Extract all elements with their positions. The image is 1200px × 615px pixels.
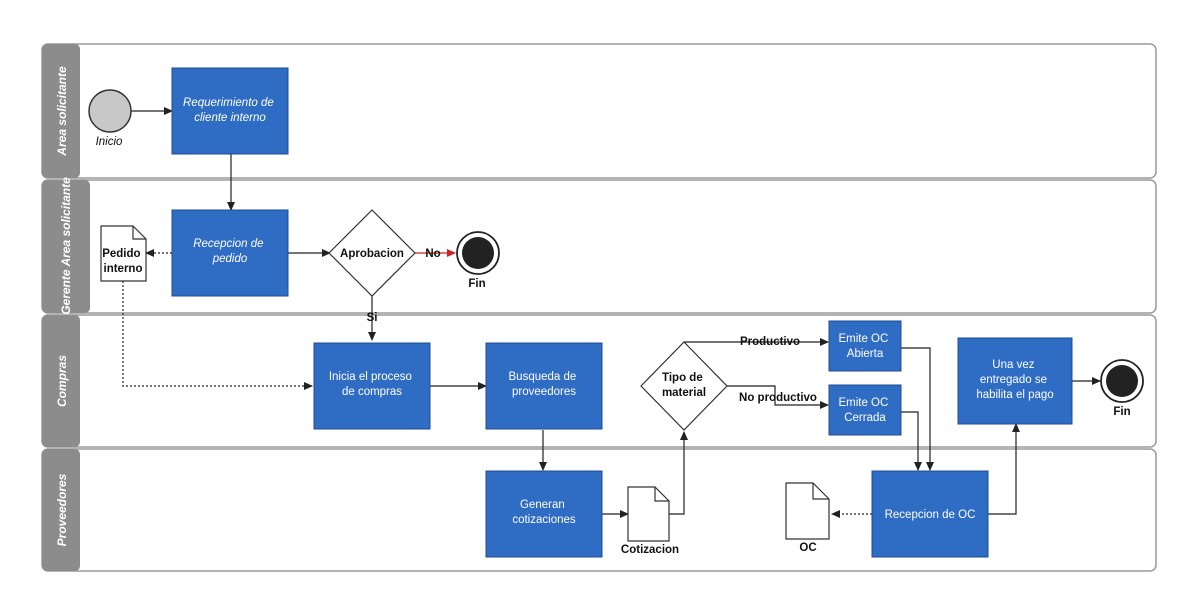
- flow-cotizacion-to-tipo: [669, 431, 688, 515]
- task-oc-abierta: Emite OC Abierta: [828, 320, 902, 372]
- flow-tipo-no-productivo: [727, 385, 829, 409]
- svg-text:Pedido interno: Pedido interno: [102, 248, 144, 275]
- svg-text:Emite OC Cerrada: Emite OC Cerrada: [838, 397, 891, 424]
- document-pedido-interno: Pedido interno: [100, 225, 147, 282]
- lane-area-solicitante: Area solicitante: [41, 43, 1157, 179]
- document-oc-label: OC: [799, 542, 816, 554]
- task-oc-cerrada-line-2: Cerrada: [844, 412, 886, 424]
- gateway-tipo-material-line-1: Tipo de: [662, 372, 703, 384]
- task-inicia-proceso-line-1: Inicia el proceso: [329, 371, 412, 383]
- flow-label-productivo: Productivo: [740, 336, 800, 348]
- task-busqueda-line-1: Busqueda de: [509, 371, 577, 383]
- gateway-aprobacion-label: Aprobacion: [340, 248, 404, 260]
- flow-label-no: No: [425, 248, 440, 260]
- task-recepcion-pedido-line-1: Recepcion de: [193, 238, 263, 250]
- task-generan-line-2: cotizaciones: [512, 514, 576, 526]
- end-event-rejected-label: Fin: [468, 278, 485, 290]
- flow-pedido-to-inicia: [122, 281, 313, 390]
- task-busqueda-line-2: proveedores: [512, 386, 576, 398]
- svg-text:Emite OC Abierta: Emite OC Abierta: [838, 333, 891, 360]
- lane-label-area-solicitante: Area solicitante: [55, 66, 69, 157]
- end-event-rejected: Fin: [456, 231, 500, 290]
- gateway-tipo-material-line-2: material: [662, 387, 706, 399]
- task-inicia-proceso-line-2: de compras: [342, 386, 402, 398]
- flow-oc-cerrada-to-recepcion: [901, 411, 922, 471]
- start-event: Inicio: [88, 89, 132, 148]
- task-una-vez-line-1: Una vez: [992, 359, 1034, 371]
- task-requerimiento: Requerimiento de cliente interno: [171, 67, 289, 155]
- task-oc-cerrada: Emite OC Cerrada: [828, 384, 902, 436]
- start-event-label: Inicio: [96, 136, 123, 148]
- svg-text:Recepcion de OC: Recepcion de OC: [885, 509, 976, 521]
- task-una-vez-line-2: entregado se: [980, 374, 1047, 386]
- svg-text:Generan cotizaciones: Generan cotizaciones: [512, 499, 576, 526]
- task-inicia-proceso: Inicia el proceso de compras: [313, 342, 431, 430]
- lane-label-compras: Compras: [55, 355, 69, 407]
- task-requerimiento-line-2: cliente interno: [194, 112, 266, 124]
- task-recepcion-oc: Recepcion de OC: [871, 470, 989, 558]
- end-event-final: Fin: [1100, 359, 1144, 418]
- task-una-vez: Una vez entregado se habilita el pago: [957, 337, 1073, 425]
- lane-label-gerente: Gerente Area solicitante: [59, 177, 73, 315]
- gateway-tipo-material: Tipo de material: [640, 341, 728, 431]
- task-recepcion-pedido: Recepcion de pedido: [171, 209, 289, 297]
- lane-label-proveedores: Proveedores: [55, 473, 69, 546]
- task-recepcion-oc-line-1: Recepcion de OC: [885, 509, 976, 521]
- document-pedido-line-2: interno: [104, 263, 143, 275]
- task-requerimiento-line-1: Requerimiento de: [183, 97, 274, 109]
- document-pedido-line-1: Pedido: [102, 248, 140, 260]
- svg-text:Tipo de material: Tipo de material: [662, 372, 706, 399]
- task-oc-abierta-line-1: Emite OC: [838, 333, 888, 345]
- end-event-final-label: Fin: [1113, 406, 1130, 418]
- task-busqueda: Busqueda de proveedores: [485, 342, 603, 430]
- svg-text:Busqueda de proveedores: Busqueda de proveedores: [509, 371, 580, 398]
- flow-oc-abierta-to-recepcion: [901, 347, 934, 471]
- task-una-vez-line-3: habilita el pago: [976, 389, 1053, 401]
- task-generan: Generan cotizaciones: [485, 470, 603, 558]
- document-oc: OC: [785, 482, 830, 554]
- task-recepcion-pedido-line-2: pedido: [212, 253, 248, 265]
- flow-label-si: Si: [367, 312, 378, 324]
- task-generan-line-1: Generan: [520, 499, 565, 511]
- flow-connectors: [122, 107, 1101, 518]
- svg-text:Recepcion de pedido: Recepcion de pedido: [193, 238, 267, 265]
- flow-label-no-productivo: No productivo: [739, 392, 817, 404]
- gateway-aprobacion: Aprobacion: [328, 209, 416, 297]
- svg-text:Inicia el proceso de com: Inicia el proceso de compras: [329, 371, 415, 398]
- svg-text:Requerimiento de cliente: Requerimiento de cliente interno: [183, 97, 277, 124]
- lane-gerente: Gerente Area solicitante: [41, 177, 1157, 315]
- svg-text:Una vez entregado se: Una vez entregado se habilita el pago: [976, 359, 1053, 401]
- task-oc-abierta-line-2: Abierta: [847, 348, 884, 360]
- flow-recepcion-oc-to-una-vez: [988, 423, 1020, 515]
- document-cotizacion-label: Cotizacion: [621, 544, 679, 556]
- task-oc-cerrada-line-1: Emite OC: [838, 397, 888, 409]
- document-cotizacion: Cotizacion: [621, 486, 679, 556]
